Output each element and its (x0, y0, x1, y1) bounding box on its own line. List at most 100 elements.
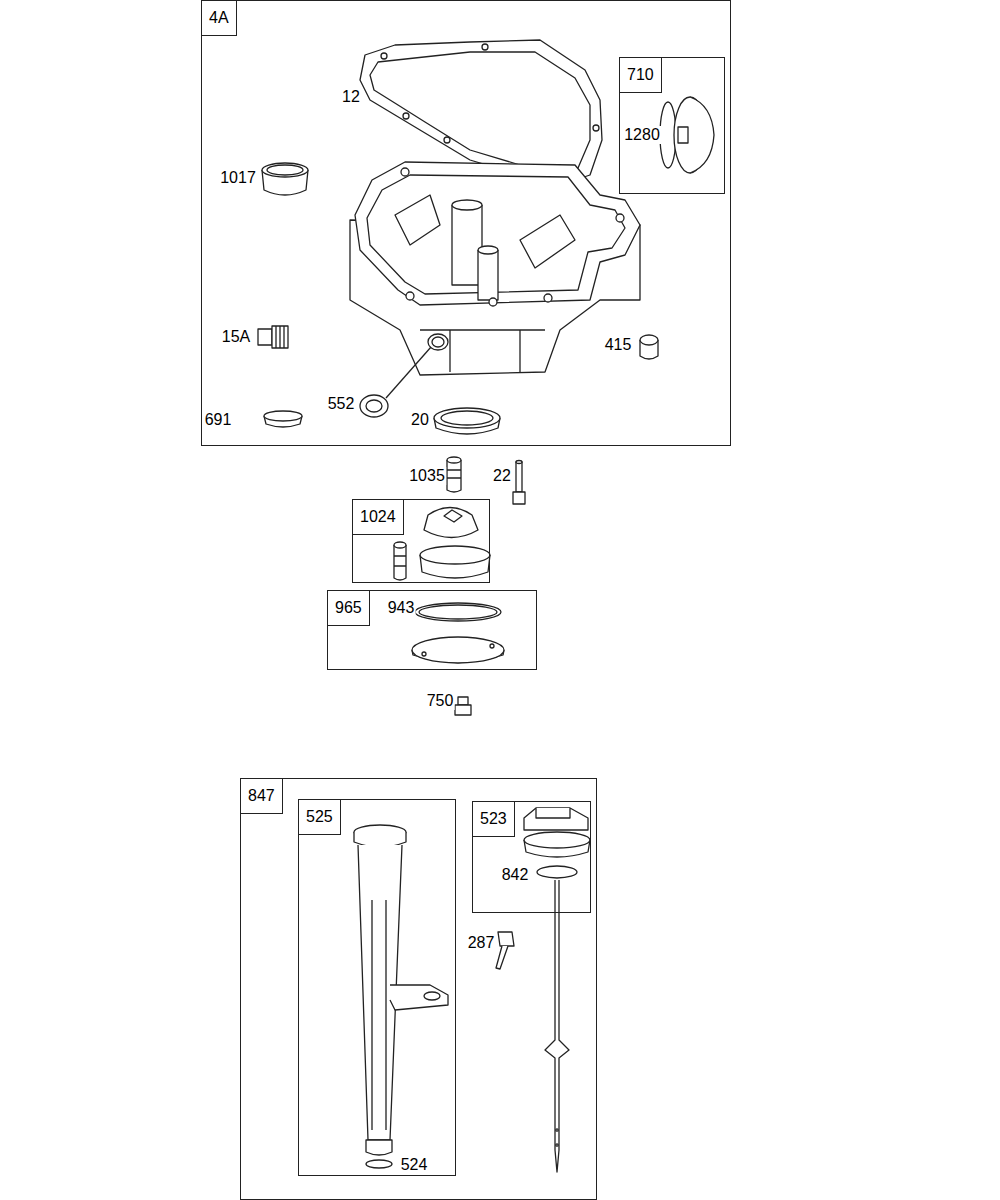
sump-housing (616, 214, 624, 222)
callout-number: 20 (410, 411, 430, 429)
sump-housing (420, 329, 545, 330)
callout-number: 552 (327, 395, 356, 413)
cover-plate (419, 605, 497, 619)
sump-housing (350, 162, 640, 375)
bolt (513, 492, 525, 504)
plug (272, 326, 288, 348)
leader-line (386, 347, 431, 398)
plug (276, 326, 284, 348)
knob (420, 546, 490, 564)
callout-number: 287 (467, 934, 496, 952)
bolt (516, 461, 522, 464)
gasket (403, 113, 409, 119)
plug (258, 326, 288, 348)
callout-number: 1017 (219, 169, 257, 187)
group-number: 523 (480, 810, 507, 827)
knob (394, 545, 406, 580)
callout-number: 15A (221, 328, 251, 346)
cap (640, 335, 658, 359)
group-number: 965 (335, 599, 362, 616)
cap (640, 335, 658, 345)
dipstick (524, 808, 590, 1172)
callout-number: 22 (492, 467, 512, 485)
dipstick-tube (390, 985, 448, 1010)
group-tag: 1024 (353, 500, 404, 535)
bushing (267, 165, 303, 175)
gasket (482, 44, 488, 50)
sump-housing (489, 298, 497, 306)
callout-number: 415 (604, 336, 633, 354)
parts-group-box: 523 (472, 801, 591, 913)
dipstick (536, 808, 570, 818)
callout-number: 943 (387, 599, 416, 617)
group-tag: 847 (241, 779, 283, 814)
bolt (496, 932, 514, 969)
callout-number: 691 (204, 411, 233, 429)
drain-plug (455, 697, 471, 715)
sump-housing (355, 162, 640, 305)
dipstick-tube (366, 1160, 392, 1168)
sump-housing (452, 200, 482, 210)
sump-housing (406, 292, 414, 300)
plug (258, 329, 272, 345)
oil-seal (434, 408, 500, 434)
ring (264, 411, 302, 421)
group-tag: 525 (299, 800, 341, 835)
seal (360, 395, 388, 417)
group-tag: 523 (473, 802, 515, 837)
parts-group-box: 525 (298, 799, 456, 1176)
callout-number: 1280 (623, 126, 661, 144)
pin (447, 457, 461, 463)
parts-group-box: 965 (327, 590, 537, 670)
cover-plate (412, 637, 504, 663)
group-tag: 710 (620, 58, 662, 93)
pin (447, 460, 461, 492)
group-tag: 4A (202, 1, 237, 36)
bushing (262, 163, 308, 177)
knob (394, 556, 406, 566)
pin (447, 470, 461, 478)
dipstick (556, 1144, 558, 1146)
callout-number: 842 (501, 866, 530, 884)
dipstick-tube (424, 992, 440, 1000)
knob (394, 542, 406, 548)
bushing (262, 163, 308, 195)
parts-group-box: 847 525 523 (240, 778, 597, 1200)
sump-housing (432, 337, 444, 347)
seal (366, 400, 382, 412)
dipstick (524, 832, 590, 848)
knob (424, 508, 478, 538)
seal (360, 347, 431, 417)
dipstick-tube (372, 900, 386, 1130)
callout-number: 524 (400, 1156, 429, 1174)
governor-assembly (660, 97, 714, 173)
dipstick-tube (366, 1140, 392, 1155)
parts-group-box: 4A 710 (201, 0, 731, 446)
cover-plate (412, 603, 504, 663)
oil-seal (434, 408, 500, 428)
drain-plug (458, 697, 468, 705)
callout-number: 1035 (408, 467, 446, 485)
sump-housing (520, 215, 575, 268)
parts-group-box: 1024 (352, 499, 490, 583)
callout-number: 750 (426, 692, 455, 710)
cover-plate (415, 603, 501, 621)
group-tag: 965 (328, 591, 370, 626)
cover-plate (422, 652, 426, 656)
group-number: 710 (627, 66, 654, 83)
governor-assembly (678, 127, 688, 143)
cover-plate (490, 644, 494, 648)
dipstick-tube (354, 825, 448, 1168)
drain-plug (455, 705, 471, 715)
gasket (593, 125, 599, 131)
ring (264, 411, 302, 427)
sump-housing (478, 246, 498, 254)
group-number: 1024 (360, 508, 396, 525)
dipstick (524, 808, 588, 830)
group-number: 525 (306, 808, 333, 825)
gasket (444, 137, 450, 143)
oil-seal (441, 411, 493, 425)
